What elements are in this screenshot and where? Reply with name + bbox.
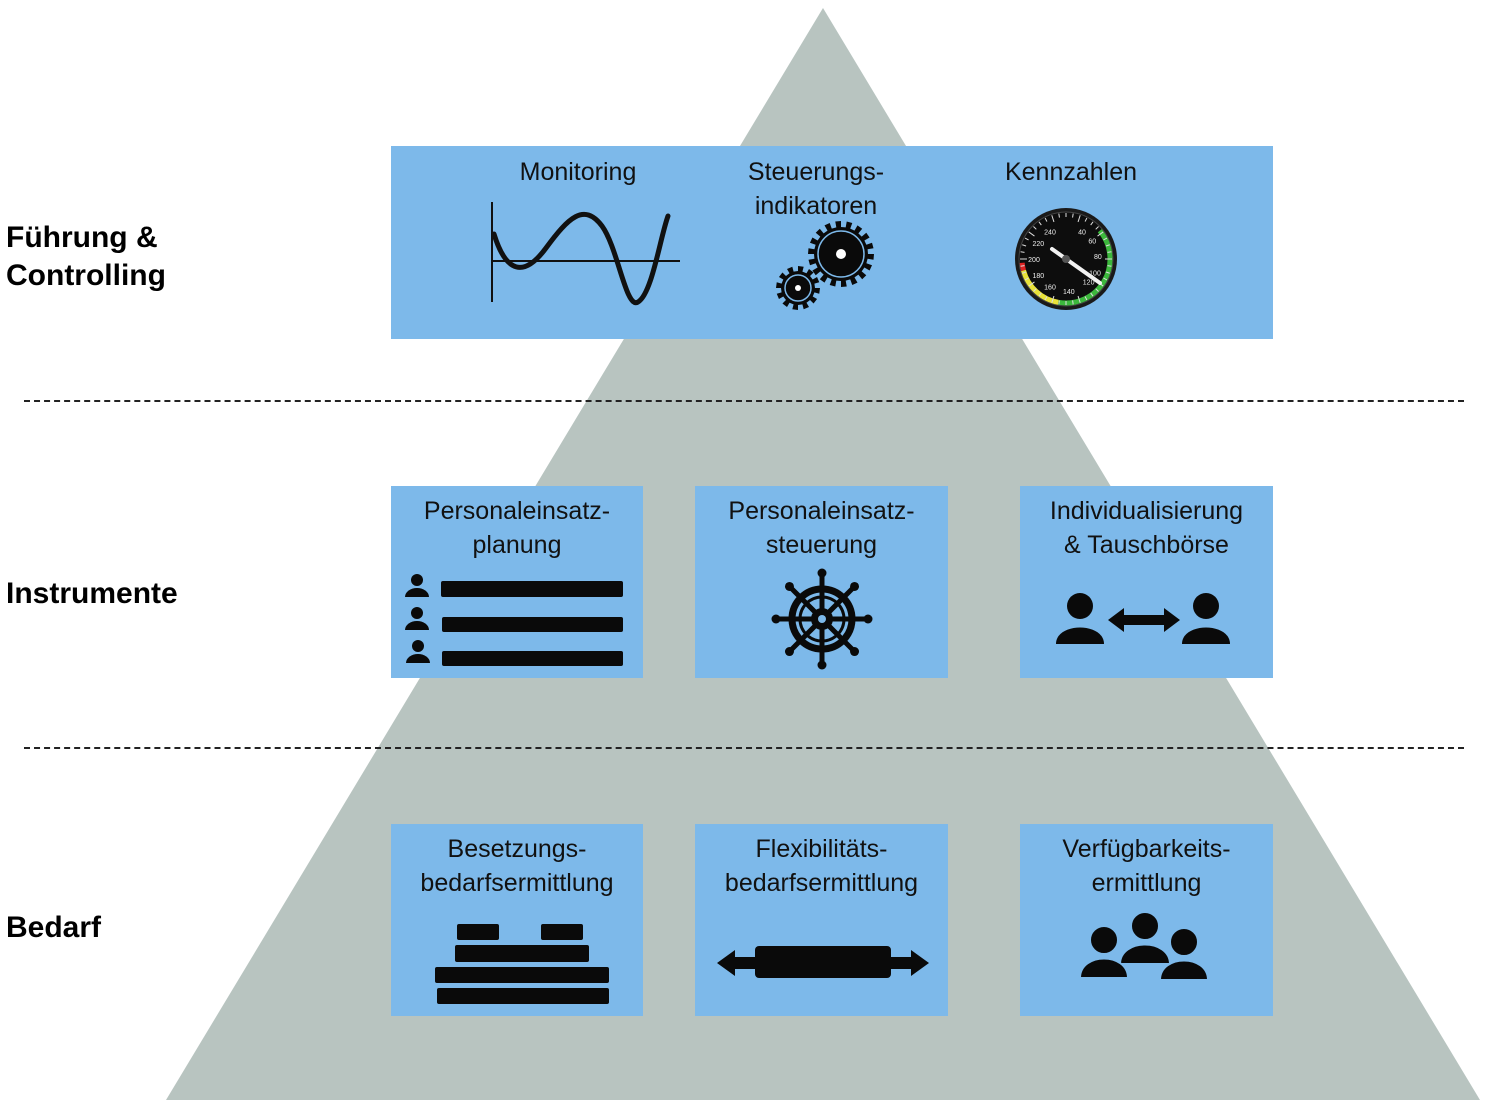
gears-icon <box>776 221 874 310</box>
level-label-fuehrung-controlling: Führung & Controlling <box>6 221 166 292</box>
gauge-tick-label: 80 <box>1094 254 1102 261</box>
stacked-bars-icon <box>435 924 609 1004</box>
box-individualisierung-tauschboerse: Individualisierung & Tauschbörse <box>1020 486 1273 678</box>
box-besetzungsbedarfsermittlung: Besetzungs- bedarfsermittlung <box>391 824 643 1016</box>
gauge-tick-label: 140 <box>1063 289 1075 296</box>
title-monitoring: Monitoring <box>519 158 637 186</box>
box-verfuegbarkeitsermittlung: Verfügbarkeits- ermittlung <box>1020 824 1273 1016</box>
ship-wheel-icon <box>771 568 873 670</box>
staff-list-icon <box>405 574 623 666</box>
title-besetzungsbedarfsermittlung: Besetzungs- bedarfsermittlung <box>420 835 614 897</box>
gauge-tick-label: 220 <box>1032 241 1044 248</box>
gauge-tick-label: 160 <box>1044 285 1056 292</box>
gauge-tick-label: 180 <box>1032 273 1044 280</box>
gauge-tick-label: 40 <box>1078 229 1086 236</box>
exchange-icon <box>1056 593 1230 644</box>
title-steuerungsindikatoren: Steuerungs- indikatoren <box>747 158 885 220</box>
title-individualisierung-tauschboerse: Individualisierung & Tauschbörse <box>1049 497 1244 559</box>
box-flexibilitaetsbedarfsermittlung: Flexibilitäts- bedarfsermittlung <box>695 824 948 1016</box>
title-verfuegbarkeitsermittlung: Verfügbarkeits- ermittlung <box>1062 835 1231 897</box>
sine-wave-chart-icon <box>491 202 680 306</box>
gauge-tick-label: 100 <box>1089 271 1101 278</box>
level-label-instrumente: Instrumente <box>6 577 178 610</box>
gauge-tick-label: 200 <box>1028 257 1040 264</box>
double-arrow-icon <box>717 946 929 978</box>
box-personaleinsatzsteuerung: Personaleinsatz- steuerung <box>695 486 948 678</box>
title-personaleinsatzsteuerung: Personaleinsatz- steuerung <box>728 497 915 559</box>
box-fuehrung-controlling: Monitoring Steuerungs- indikatoren Kennz… <box>391 146 1273 339</box>
title-flexibilitaetsbedarfsermittlung: Flexibilitäts- bedarfsermittlung <box>724 835 919 897</box>
gauge-tick-label: 120 <box>1083 280 1095 287</box>
level-label-bedarf: Bedarf <box>6 911 102 944</box>
gauge-tick-label: 60 <box>1088 239 1096 246</box>
box-personaleinsatzplanung: Personaleinsatz- planung <box>391 486 643 678</box>
title-kennzahlen: Kennzahlen <box>1004 158 1138 186</box>
separator-bottom <box>24 747 1464 749</box>
title-personaleinsatzplanung: Personaleinsatz- planung <box>423 497 611 559</box>
group-icon <box>1080 911 1210 981</box>
gauge-tick-label: 240 <box>1044 229 1056 236</box>
separator-top <box>24 400 1464 402</box>
